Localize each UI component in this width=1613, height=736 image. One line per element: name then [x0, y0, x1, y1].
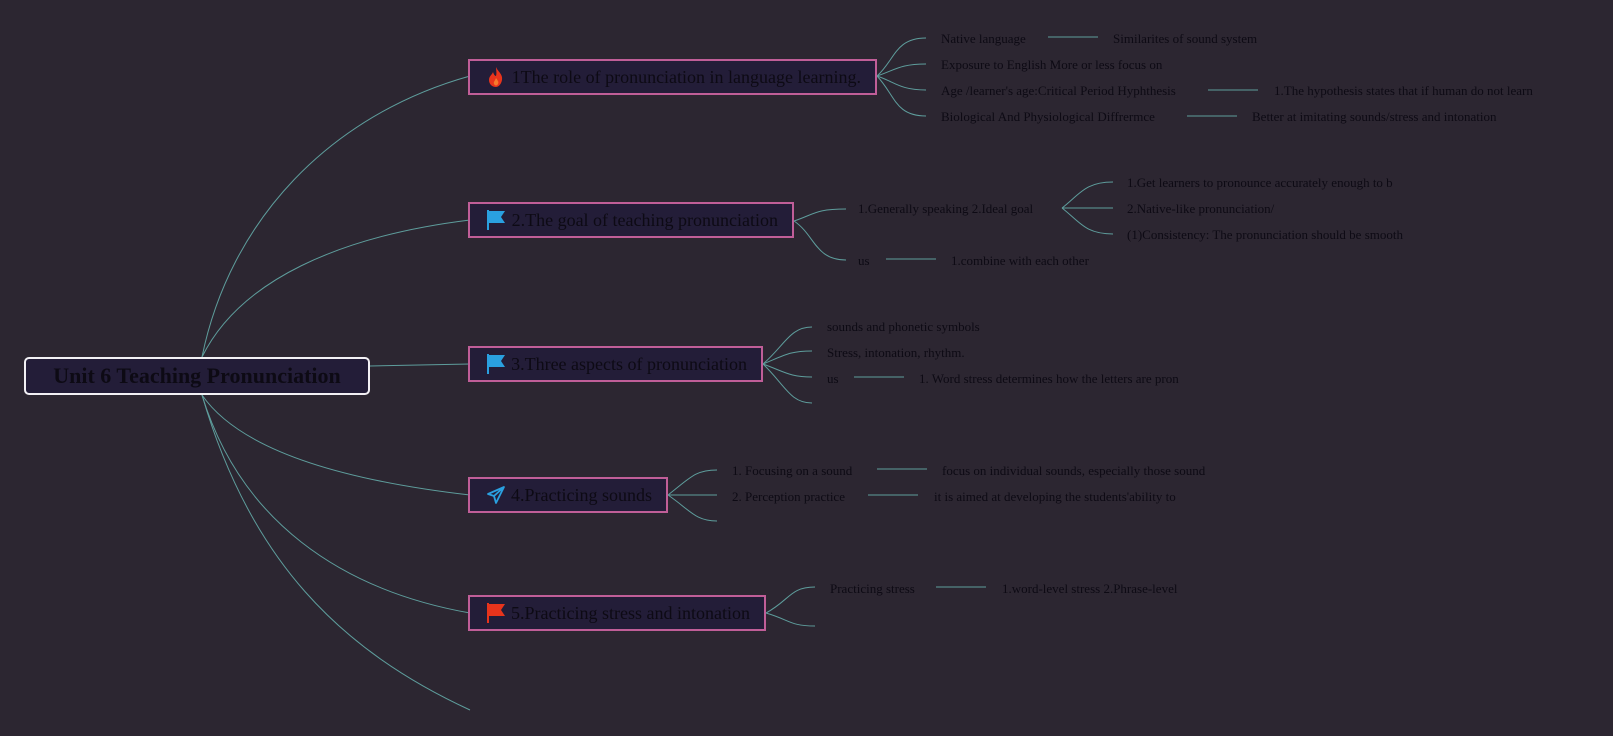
subtopic-perception[interactable]: 2. Perception practice: [732, 489, 845, 504]
root-topic[interactable]: Unit 6 Teaching Pronunciation: [24, 357, 370, 395]
connector-t3-c3: [762, 363, 813, 378]
subtopic-practicing-stress[interactable]: Practicing stress: [830, 581, 915, 596]
topic-practicing-sounds[interactable]: 4.Practicing sounds: [468, 477, 668, 513]
detail-consistency[interactable]: (1)Consistency: The pronunciation should…: [1127, 227, 1403, 242]
topic-label: 5.Practicing stress and intonation: [511, 602, 750, 623]
subtopic-sounds-symbols[interactable]: sounds and phonetic symbols: [827, 319, 980, 334]
subtopic-age[interactable]: Age /learner's age:Critical Period Hypht…: [941, 83, 1176, 98]
subtopic-native-language[interactable]: Native language: [941, 31, 1026, 46]
connector-t2-d3: [1061, 207, 1114, 235]
connector-t1-c4: [876, 75, 927, 117]
detail-word-stress[interactable]: 1. Word stress determines how the letter…: [919, 371, 1179, 386]
subtopic-us[interactable]: us: [827, 371, 839, 386]
topic-label: 1The role of pronunciation in language l…: [511, 66, 861, 87]
connector-root-topic-5: [201, 394, 471, 614]
topic-label: 4.Practicing sounds: [511, 484, 652, 505]
detail-accurately[interactable]: 1.Get learners to pronounce accurately e…: [1127, 175, 1393, 190]
root-title: Unit 6 Teaching Pronunciation: [53, 363, 341, 388]
connector-t5-c1: [765, 586, 816, 614]
connector-t3-c2: [762, 350, 813, 365]
blue-flag-icon: [486, 209, 507, 231]
connector-t2-d1: [1061, 181, 1114, 209]
detail-combine[interactable]: 1.combine with each other: [951, 253, 1089, 268]
connector-root-topic-3: [369, 363, 471, 367]
topic-label: 2.The goal of teaching pronunciation: [511, 209, 778, 230]
topic-goal-of-teaching[interactable]: 2.The goal of teaching pronunciation: [468, 202, 794, 238]
subtopic-focusing[interactable]: 1. Focusing on a sound: [732, 463, 853, 478]
subtopic-biological[interactable]: Biological And Physiological Diffrermce: [941, 109, 1155, 124]
red-flag-icon: [486, 602, 506, 624]
fire-icon: [486, 66, 507, 88]
connector-t1-c2: [876, 63, 927, 77]
detail-developing[interactable]: it is aimed at developing the students'a…: [934, 489, 1176, 504]
detail-imitating[interactable]: Better at imitating sounds/stress and in…: [1252, 109, 1497, 124]
connector-root-topic-6: [201, 394, 471, 711]
connector-t5-c2: [765, 612, 816, 627]
topic-three-aspects[interactable]: 3.Three aspects of pronunciation: [468, 346, 763, 382]
connector-t4-c3: [667, 494, 718, 522]
connector-t3-c4: [762, 363, 813, 404]
detail-word-level[interactable]: 1.word-level stress 2.Phrase-level: [1002, 581, 1178, 596]
detail-hypothesis[interactable]: 1.The hypothesis states that if human do…: [1274, 83, 1533, 98]
blue-flag-icon: [486, 353, 506, 375]
topic-label: 3.Three aspects of pronunciation: [511, 353, 747, 374]
detail-similarities[interactable]: Similarites of sound system: [1113, 31, 1258, 46]
connector-t3-c1: [762, 326, 813, 365]
connector-root-topic-1: [201, 75, 471, 358]
topic-stress-intonation[interactable]: 5.Practicing stress and intonation: [468, 595, 766, 631]
detail-native-like[interactable]: 2.Native-like pronunciation/: [1127, 201, 1275, 216]
subtopic-us[interactable]: us: [858, 253, 870, 268]
connector-t1-c3: [876, 75, 927, 91]
subtopic-ideal-goal[interactable]: 1.Generally speaking 2.Ideal goal: [858, 201, 1034, 216]
connector-root-topic-2: [201, 219, 471, 358]
detail-individual-sounds[interactable]: focus on individual sounds, especially t…: [942, 463, 1206, 478]
connector-t2-c1: [793, 208, 847, 222]
paper-plane-icon: [486, 484, 506, 506]
connector-root-topic-4: [201, 394, 471, 496]
subtopic-stress-intonation-rhythm[interactable]: Stress, intonation, rhythm.: [827, 345, 965, 360]
topic-role-of-pronunciation[interactable]: 1The role of pronunciation in language l…: [468, 59, 877, 95]
connector-t1-c1: [876, 37, 927, 77]
subtopic-exposure[interactable]: Exposure to English More or less focus o…: [941, 57, 1163, 72]
connector-t4-c1: [667, 469, 718, 496]
connector-t2-c2: [793, 220, 847, 261]
